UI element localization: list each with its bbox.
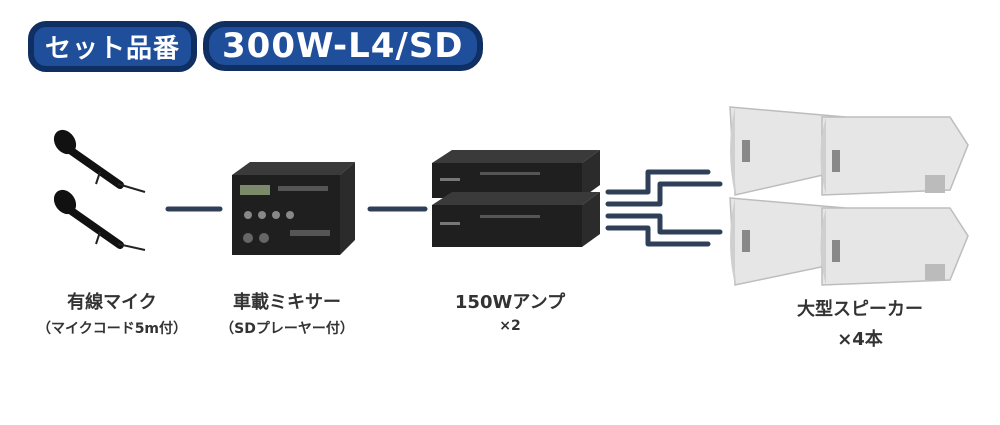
mixer-note: （SDプレーヤー付） xyxy=(220,321,354,337)
speaker-bottom-left-icon xyxy=(729,197,846,286)
speaker-name: 大型スピーカー xyxy=(797,299,923,320)
speaker-label: 大型スピーカー ×4本 xyxy=(775,295,945,351)
amp-name: 150Wアンプ xyxy=(454,292,566,313)
amplifier-top-icon xyxy=(432,150,600,198)
mixer-label: 車載ミキサー （SDプレーヤー付） xyxy=(202,288,372,338)
microphone-top-icon xyxy=(53,129,146,193)
speaker-top-right-icon xyxy=(820,116,969,196)
amp-qty: ×2 xyxy=(499,318,521,334)
amplifier-bottom-icon xyxy=(432,192,600,247)
set-model-header: セット品番 300W-L4/SD xyxy=(28,18,483,74)
microphone-bottom-icon xyxy=(53,189,146,251)
mic-name: 有線マイク xyxy=(67,292,157,313)
connector-amp-speakers xyxy=(605,169,723,247)
mixer-name: 車載ミキサー xyxy=(233,292,341,313)
mixer-device-icon xyxy=(232,162,355,255)
speaker-qty: ×4本 xyxy=(837,329,883,350)
mic-note: （マイクコード5m付） xyxy=(36,321,188,337)
model-number-badge: 300W-L4/SD xyxy=(203,21,483,71)
speaker-bottom-right-icon xyxy=(820,207,969,286)
speaker-top-left-icon xyxy=(729,106,846,196)
mic-label: 有線マイク （マイクコード5m付） xyxy=(22,288,202,338)
set-number-badge: セット品番 xyxy=(28,20,198,72)
amp-label: 150Wアンプ ×2 xyxy=(430,288,590,334)
